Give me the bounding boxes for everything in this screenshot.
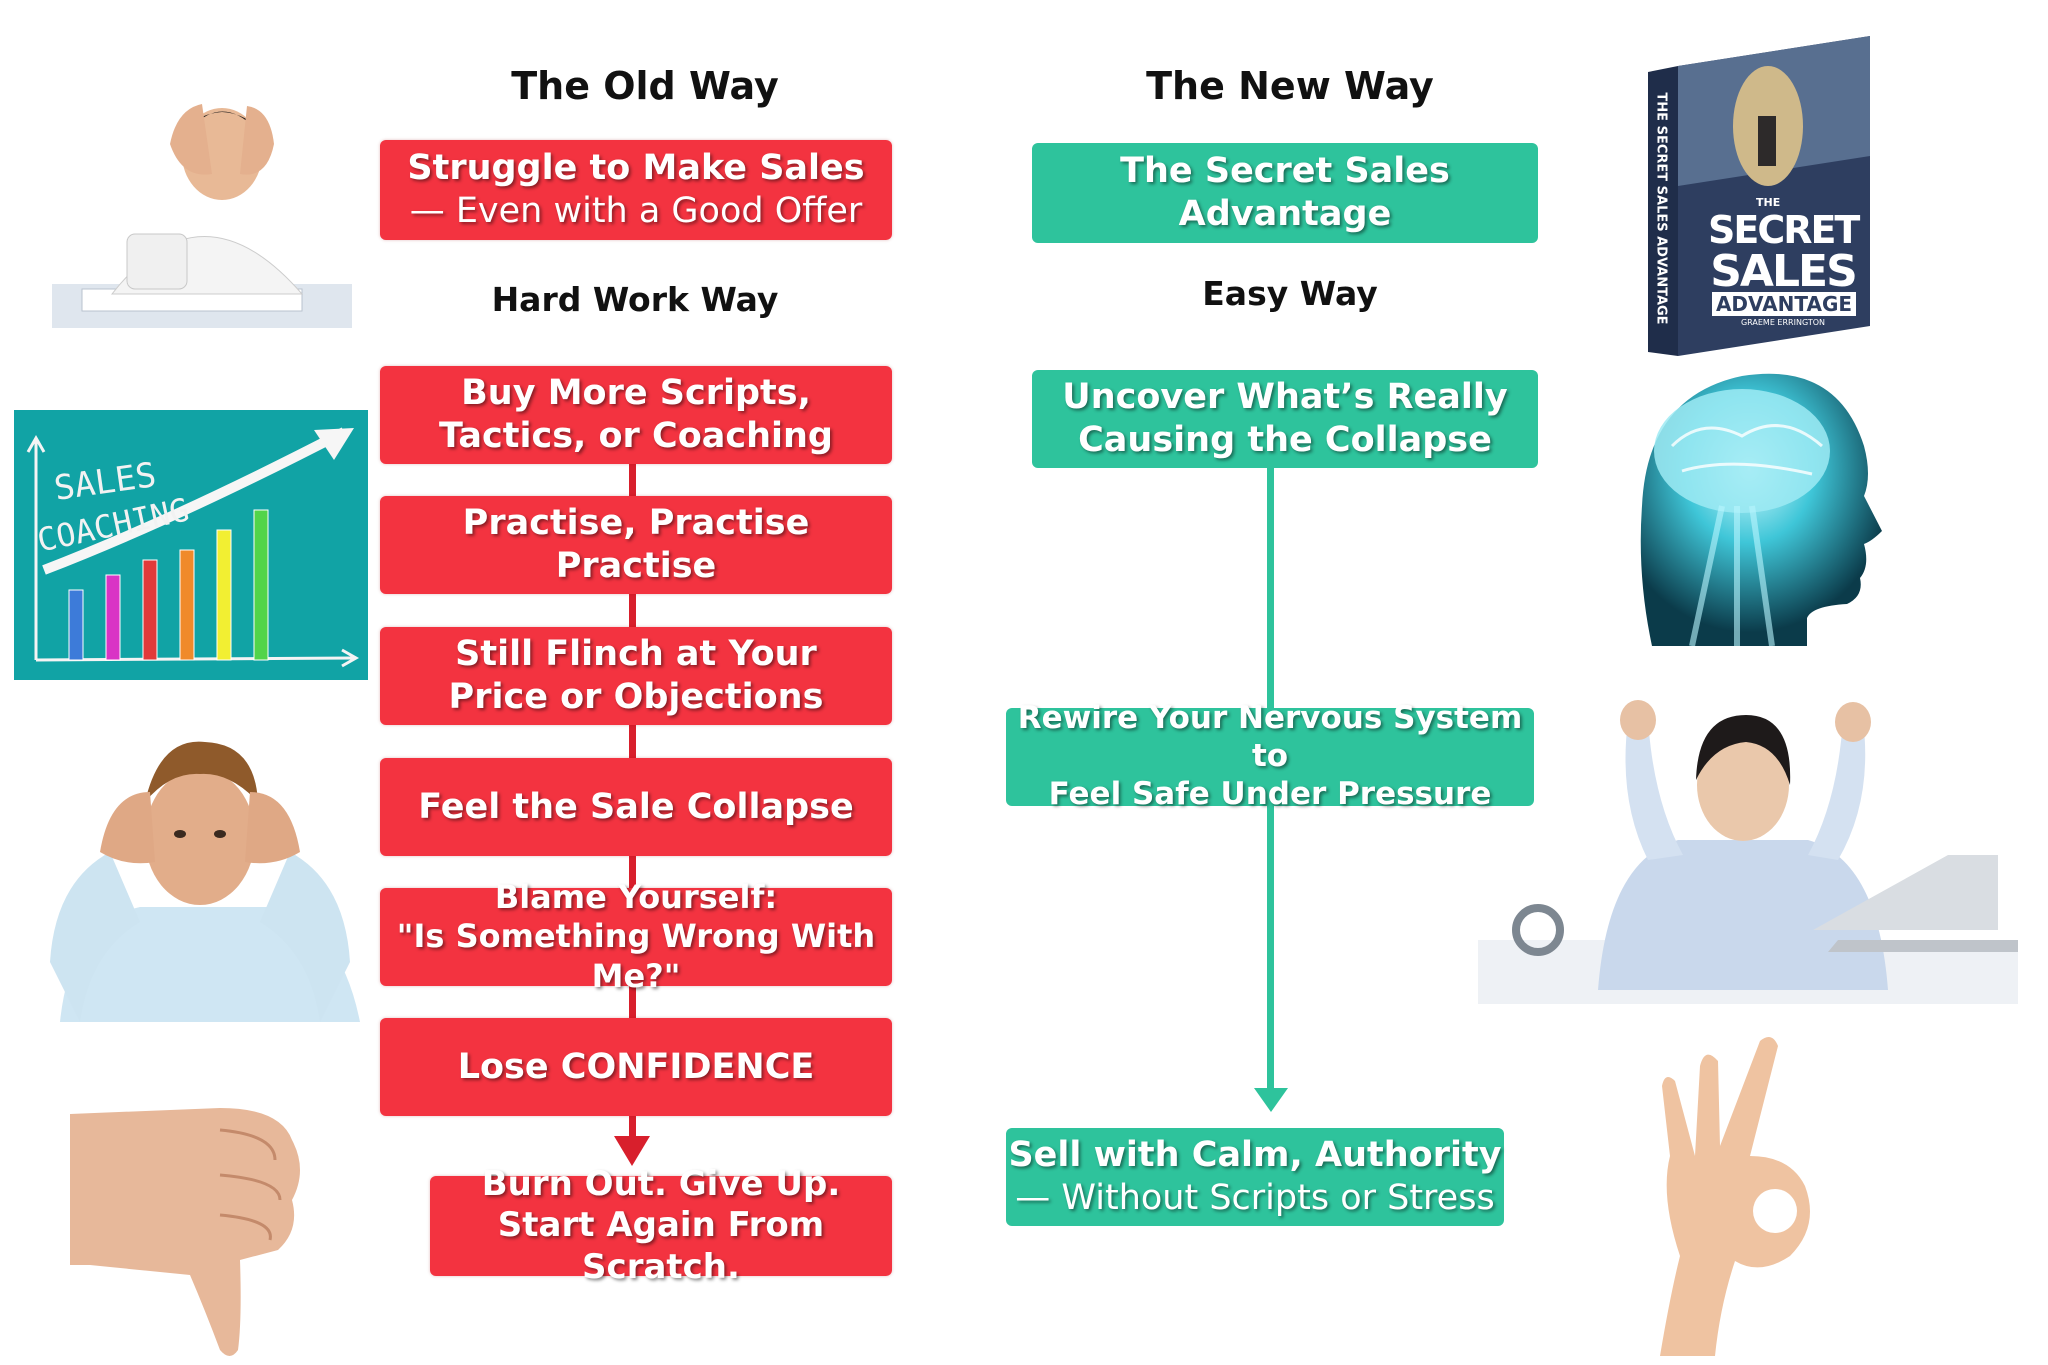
old-step-5: Blame Yourself: "Is Something Wrong With… <box>380 878 892 995</box>
worried-man-image <box>50 741 360 1022</box>
old-step-3: Still Flinch at Your Price or Objections <box>380 627 892 725</box>
book-author: GRAEME ERRINGTON <box>1740 318 1826 327</box>
thumbs-down-image <box>70 1108 300 1356</box>
old-step-4-line1: Feel the Sale Collapse <box>418 786 854 827</box>
new-step-2-line2: Feel Safe Under Pressure <box>1048 775 1492 812</box>
ok-hand-gesture-image <box>1660 1037 1810 1356</box>
old-step-2-line1: Practise, Practise <box>462 503 810 544</box>
stressed-man-at-desk-image <box>52 104 352 328</box>
old-step-7: Burn Out. Give Up. Start Again From Scra… <box>430 1164 892 1287</box>
book-title-the: THE <box>1756 196 1781 209</box>
book-title-word2: SALES <box>1710 246 1858 297</box>
book-spine-title: THE SECRET SALES ADVANTAGE <box>1653 92 1669 325</box>
book-title-word3: ADVANTAGE <box>1712 292 1856 316</box>
old-way-top-box: Struggle to Make Sales — Even with a Goo… <box>380 140 892 240</box>
old-step-1-line2: Tactics, or Coaching <box>439 416 833 456</box>
celebrating-woman-at-desk-image <box>1478 700 2018 1004</box>
hard-work-way-heading: Hard Work Way <box>491 280 779 319</box>
old-step-7-line2: Start Again From Scratch. <box>497 1205 825 1287</box>
new-way-arrowhead <box>1254 1088 1288 1112</box>
old-step-2: Practise, Practise Practise <box>380 496 892 594</box>
old-step-6: Lose CONFIDENCE <box>380 1018 892 1116</box>
book-title-word1: SECRET <box>1708 208 1860 252</box>
old-way-heading: The Old Way <box>511 64 779 108</box>
old-top-line1: Struggle to Make Sales <box>407 148 865 189</box>
sales-coaching-chalkboard-image: SALES COACHING <box>14 410 368 680</box>
new-top-line1: The Secret Sales <box>1120 151 1450 192</box>
old-step-1-line1: Buy More Scripts, <box>461 373 811 414</box>
new-step-2: Rewire Your Nervous System to Feel Safe … <box>1006 700 1534 812</box>
old-step-7-line1: Burn Out. Give Up. <box>481 1163 841 1204</box>
old-step-4: Feel the Sale Collapse <box>380 758 892 856</box>
new-step-3: Sell with Calm, Authority — Without Scri… <box>1006 1128 1504 1226</box>
old-way-arrowhead <box>614 1136 650 1166</box>
new-step-1-line2: Causing the Collapse <box>1078 420 1492 460</box>
old-step-2-line2: Practise <box>555 546 717 586</box>
old-top-line2: — Even with a Good Offer <box>409 191 863 231</box>
old-step-3-line2: Price or Objections <box>448 677 824 717</box>
old-step-5-line1: Blame Yourself: <box>494 878 778 917</box>
new-way-top-box: The Secret Sales Advantage <box>1032 143 1538 243</box>
old-step-3-line1: Still Flinch at Your <box>455 634 817 675</box>
easy-way-heading: Easy Way <box>1202 274 1378 313</box>
old-step-5-line2: "Is Something Wrong With Me?" <box>396 917 876 995</box>
new-step-3-line2: — Without Scripts or Stress <box>1015 1178 1495 1218</box>
new-way-heading: The New Way <box>1146 64 1434 108</box>
old-step-1: Buy More Scripts, Tactics, or Coaching <box>380 366 892 464</box>
new-step-1-line1: Uncover What’s Really <box>1062 377 1508 418</box>
new-step-1: Uncover What’s Really Causing the Collap… <box>1032 370 1538 468</box>
new-top-line2: Advantage <box>1178 194 1392 234</box>
new-step-3-line1: Sell with Calm, Authority <box>1008 1135 1502 1176</box>
old-step-6-line1: Lose CONFIDENCE <box>457 1046 815 1087</box>
glowing-brain-head-image <box>1640 373 1882 646</box>
secret-sales-advantage-book-image: THE SECRET SALES ADVANTAGE THE SECRET SA… <box>1648 36 1870 356</box>
new-step-2-line1: Rewire Your Nervous System to <box>1017 700 1523 775</box>
